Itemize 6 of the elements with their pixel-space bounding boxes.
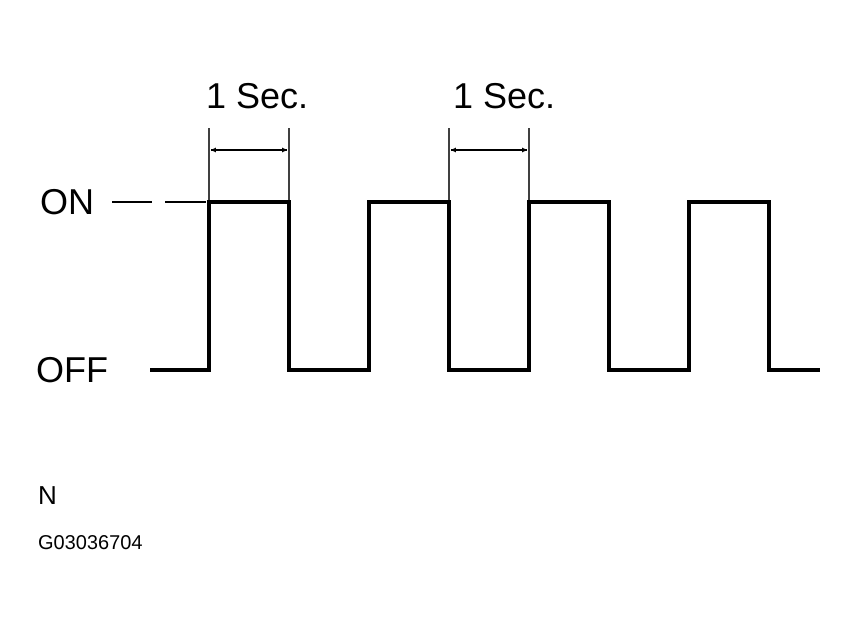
figure-id-label: G03036704 bbox=[38, 533, 143, 553]
note-label: N bbox=[38, 482, 57, 508]
level-label: ON bbox=[40, 184, 94, 220]
duration-label: 1 Sec. bbox=[206, 78, 308, 114]
duration-label: 1 Sec. bbox=[452, 78, 556, 114]
level-label: OFF bbox=[36, 352, 108, 388]
